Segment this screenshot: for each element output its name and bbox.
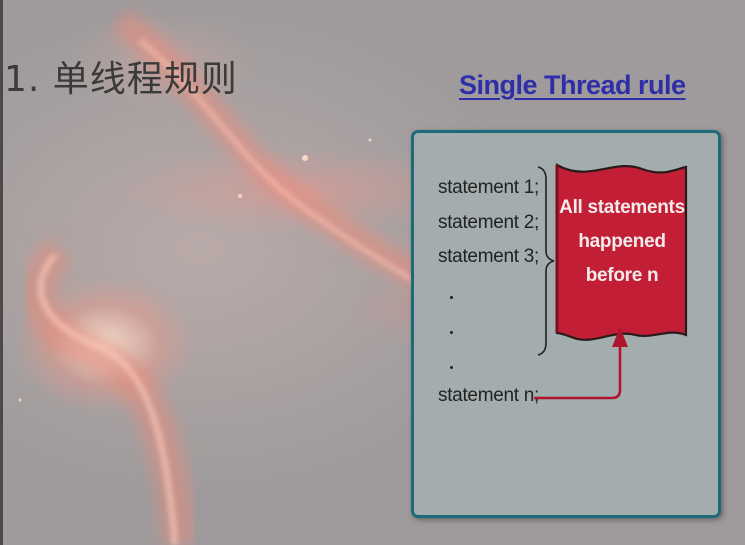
statement-3: statement 3;: [438, 246, 539, 267]
slide-title: 1. 单线程规则: [4, 59, 238, 100]
banner-line-2: happened: [578, 231, 666, 252]
banner-line-3: before n: [585, 265, 659, 286]
statement-1: statement 1;: [438, 177, 539, 198]
statement-2: statement 2;: [438, 212, 539, 233]
statement-n: statement n;: [438, 385, 539, 406]
slide-left-border: [0, 0, 3, 545]
single-thread-rule-heading: Single Thread rule: [459, 70, 686, 100]
diagram-graphics: [534, 163, 688, 400]
banner-flag: [555, 163, 688, 341]
ellipsis-dot: [450, 331, 453, 334]
banner-line-1: All statements: [559, 197, 685, 218]
arrow-head: [612, 327, 628, 347]
ellipsis-dot: [450, 296, 453, 299]
diagram-panel: statement 1; statement 2; statement 3; s…: [411, 130, 721, 518]
ellipsis-dot: [450, 366, 453, 369]
curly-brace: [537, 166, 555, 356]
banner-caption: All statements happened before n: [557, 191, 687, 293]
arrow-line: [534, 341, 622, 400]
